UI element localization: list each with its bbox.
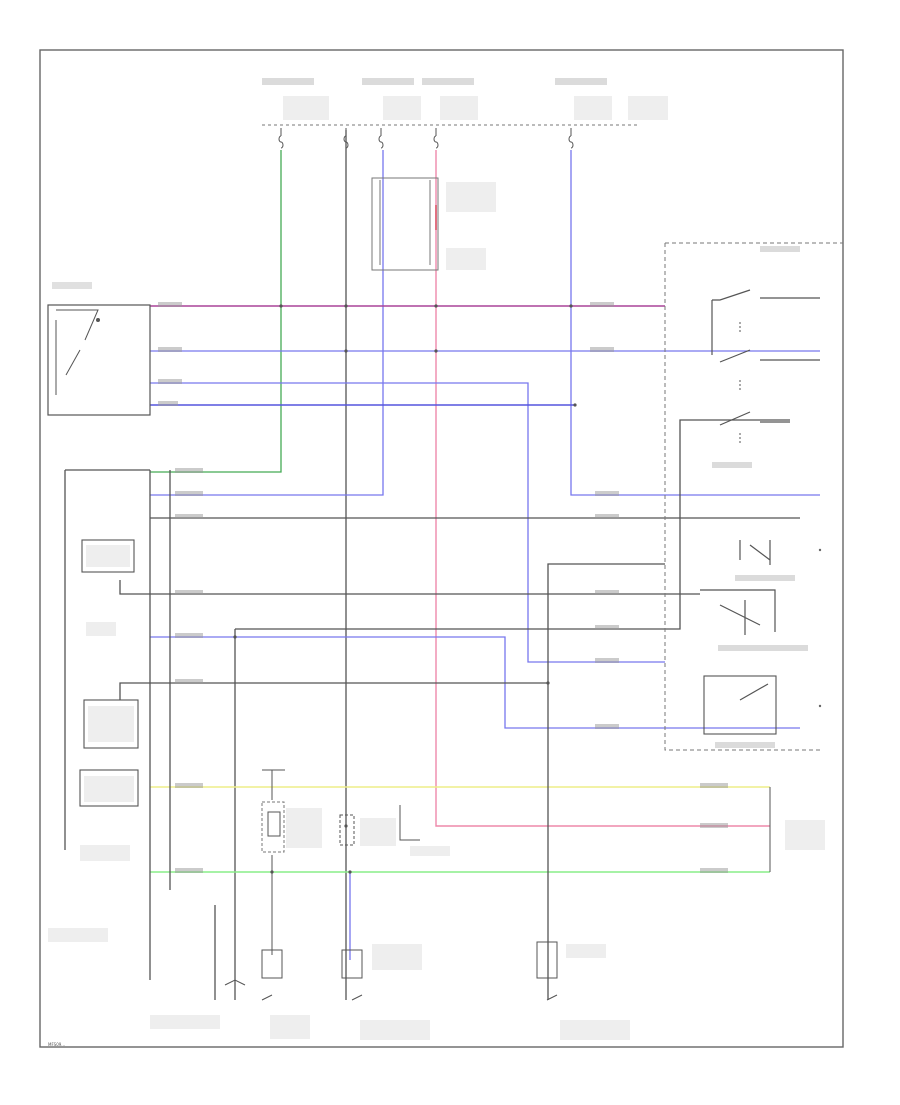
wire-blue-3	[150, 382, 665, 663]
left-middle-modules	[48, 539, 139, 942]
right-end-labels	[769, 787, 825, 872]
bottom-sensors	[150, 941, 630, 1040]
right-switch-assembly	[664, 242, 843, 751]
bus-tick-marks	[158, 302, 728, 873]
fuse-box-labels	[262, 78, 668, 120]
relay-box	[371, 177, 496, 271]
center-relay	[261, 769, 322, 955]
connector-dots	[233, 304, 577, 874]
wire-green-vertical	[150, 150, 282, 473]
fuse-symbols	[278, 128, 574, 149]
diagram-border	[39, 49, 844, 1048]
wire-blue-fuse5	[570, 150, 820, 496]
wire-black-629	[235, 419, 790, 630]
wire-blue-fuse3	[150, 150, 384, 496]
wire-black-594	[119, 580, 700, 595]
wire-pink-fuse4	[435, 150, 770, 827]
wire-left-vertical	[64, 470, 171, 980]
small-diode-block	[339, 805, 450, 856]
figure-id: MFS09...	[48, 1042, 65, 1047]
left-top-module	[47, 282, 151, 416]
